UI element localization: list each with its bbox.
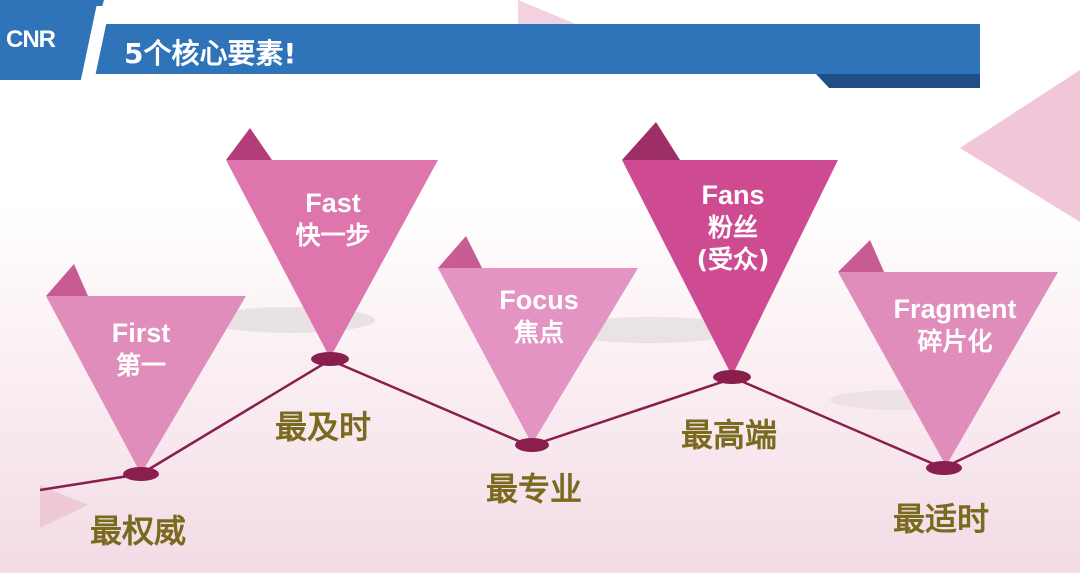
label-fans: 最高端	[681, 416, 778, 454]
triangle-fans	[622, 160, 838, 376]
label-fast: 最及时	[275, 408, 372, 446]
triangle-focus-flap	[438, 236, 482, 268]
triangle-first-flap	[46, 264, 88, 296]
decor-triangle-bottom-left	[40, 485, 88, 528]
element-fans-en: Fans	[701, 180, 765, 210]
element-first-zh: 第一	[115, 351, 166, 380]
dot-fragment	[926, 461, 962, 475]
element-fragment-en: Fragment	[893, 294, 1017, 324]
dot-fans	[713, 370, 751, 384]
triangle-focus	[438, 268, 638, 444]
title-bar-shadow	[816, 74, 980, 88]
element-focus-en: Focus	[499, 285, 579, 315]
triangle-fragment	[838, 272, 1058, 466]
dot-focus	[515, 438, 549, 452]
element-fans-text: Fans 粉丝 (受众)	[668, 178, 798, 276]
label-fragment: 最适时	[893, 500, 990, 538]
decor-triangle-right	[960, 70, 1080, 222]
element-first-en: First	[111, 318, 171, 348]
dot-first	[123, 467, 159, 481]
element-fans-zh2: (受众)	[696, 245, 770, 274]
triangle-fans-flap	[622, 122, 680, 160]
logo-text: CNR	[6, 26, 56, 53]
element-fast-zh: 快一步	[295, 221, 371, 250]
element-fast-en: Fast	[305, 188, 361, 218]
element-focus-zh: 焦点	[513, 318, 564, 347]
label-focus: 最专业	[486, 470, 583, 508]
triangle-first	[46, 296, 246, 474]
element-fast-text: Fast 快一步	[268, 186, 398, 252]
label-first: 最权威	[90, 512, 187, 550]
triangle-fast	[226, 160, 438, 358]
title-bar	[0, 24, 980, 74]
triangle-fast-flap	[226, 128, 272, 160]
element-focus-text: Focus 焦点	[474, 283, 604, 349]
slide-title: 5个核心要素!	[124, 37, 297, 70]
element-fragment-zh: 碎片化	[917, 327, 993, 356]
triangle-fragment-flap	[838, 240, 884, 272]
element-fragment-text: Fragment 碎片化	[870, 292, 1040, 358]
element-first-text: First 第一	[86, 316, 196, 382]
dot-fast	[311, 352, 349, 366]
element-fans-zh: 粉丝	[707, 213, 758, 242]
